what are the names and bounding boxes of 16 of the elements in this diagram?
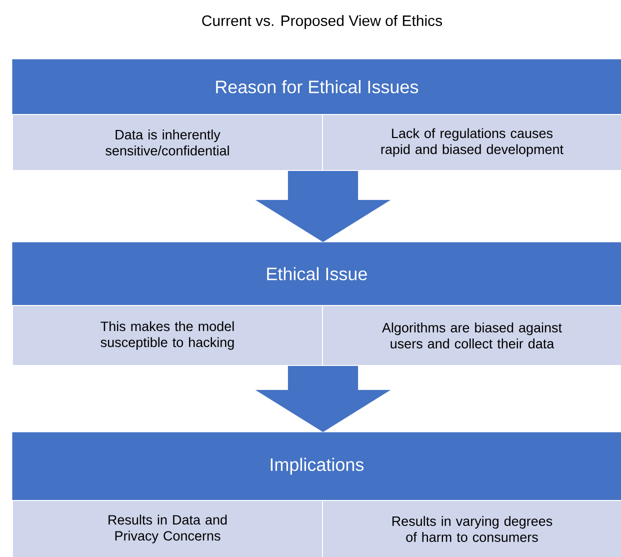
- node-label: Results in Data and Privacy Concerns: [108, 514, 227, 544]
- node-label: Results in varying degrees of harm to consumers: [392, 516, 552, 542]
- header-band: Ethical Issue: [12, 242, 621, 306]
- header-band: Reason for Ethical Issues: [12, 59, 621, 114]
- text-cell: Lack of regulations causes rapid and biased development: [322, 114, 621, 171]
- text-cell: Data is inherently sensitive/confidential: [12, 114, 323, 171]
- text-cell: This makes the model susceptible to hacking: [12, 305, 323, 366]
- title: Current vs. Proposed View of Ethics: [202, 15, 442, 29]
- node-label: Lack of regulations causes rapid and biased development: [381, 128, 564, 157]
- text-cell: Results in Data and Privacy Concerns: [12, 500, 323, 557]
- block-arrow: [255, 170, 391, 242]
- text-cell: Results in varying degrees of harm to consumers: [322, 500, 621, 557]
- node-label: Algorithms are biased against users and collect their data: [382, 322, 562, 348]
- text-cell: Algorithms are biased against users and collect their data: [322, 305, 621, 366]
- header-band: Implications: [12, 432, 621, 500]
- block-arrow: [255, 366, 391, 432]
